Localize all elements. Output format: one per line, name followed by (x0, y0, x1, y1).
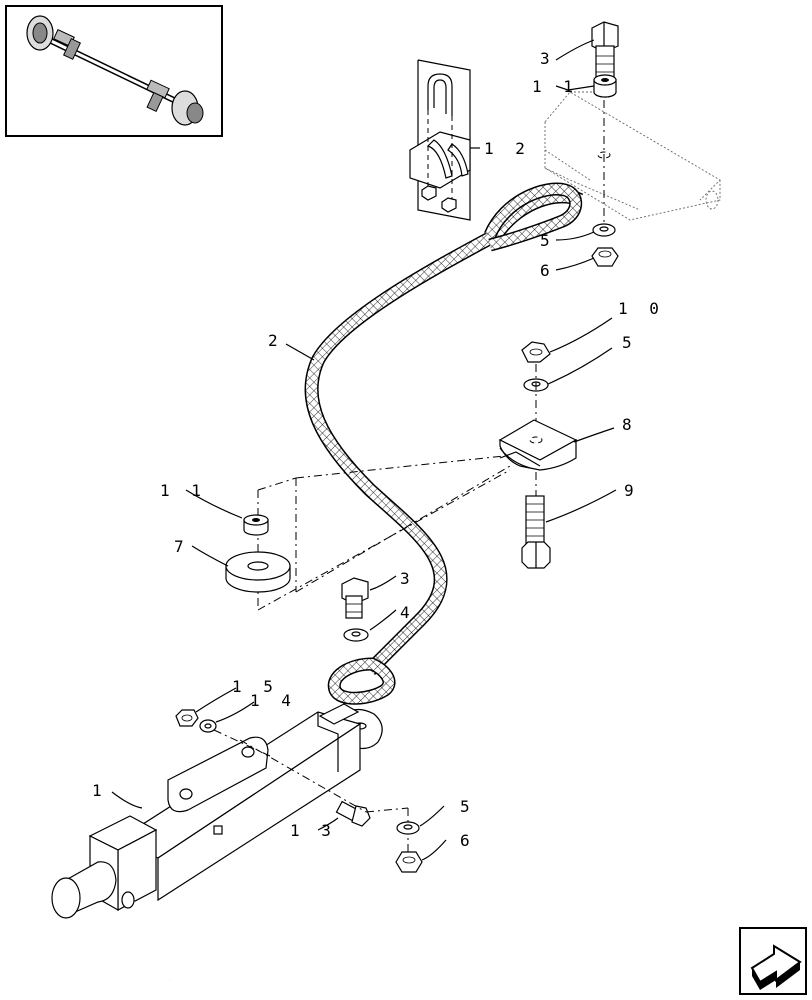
safety-cable (304, 182, 584, 705)
axle-thumbnail-icon (5, 5, 223, 137)
rubber-disk (225, 551, 291, 593)
nut-top (591, 247, 619, 267)
nut-bottom (395, 851, 423, 873)
callout-7: 7 (174, 537, 190, 556)
callout-14: 1 4 (250, 691, 297, 710)
callout-5-top: 5 (540, 231, 556, 250)
callout-9: 9 (624, 481, 640, 500)
callout-3-lower: 3 (400, 569, 416, 588)
nut-left (175, 709, 199, 727)
bolt-side (335, 800, 371, 827)
washer-lower (343, 628, 369, 642)
callout-4: 4 (400, 603, 416, 622)
spacer-lower (243, 514, 269, 536)
u-clip-assembly (409, 59, 471, 221)
washer-top (592, 223, 616, 237)
callout-1: 1 (92, 781, 108, 800)
callout-5-bottom: 5 (460, 797, 476, 816)
washer-bottom (396, 821, 420, 835)
washer-left (199, 719, 217, 733)
next-page-arrow-icon[interactable] (739, 927, 807, 995)
callout-11-top: 1 1 (532, 77, 579, 96)
leader-lines (111, 39, 617, 861)
callout-8: 8 (622, 415, 638, 434)
callout-12: 1 2 (484, 139, 531, 158)
assembly-guide-lines (257, 455, 511, 611)
cable-clamp-assembly (498, 341, 578, 569)
callout-11-lower: 1 1 (160, 481, 207, 500)
hitch-bar (51, 703, 383, 983)
spacer-top (593, 74, 617, 98)
callout-3-top: 3 (540, 49, 556, 68)
callout-6-top: 6 (540, 261, 556, 280)
callout-6-bottom: 6 (460, 831, 476, 850)
bolt-lower (341, 577, 369, 619)
callout-5-mid: 5 (622, 333, 638, 352)
callout-15: 1 5 (232, 677, 279, 696)
callout-10: 1 0 (618, 299, 665, 318)
bolt-top (591, 21, 619, 81)
callout-13: 1 3 (290, 821, 337, 840)
callout-2: 2 (268, 331, 284, 350)
callout-labels: 3 1 1 1 2 5 6 2 1 0 5 8 9 1 1 7 3 4 1 5 … (92, 49, 665, 850)
